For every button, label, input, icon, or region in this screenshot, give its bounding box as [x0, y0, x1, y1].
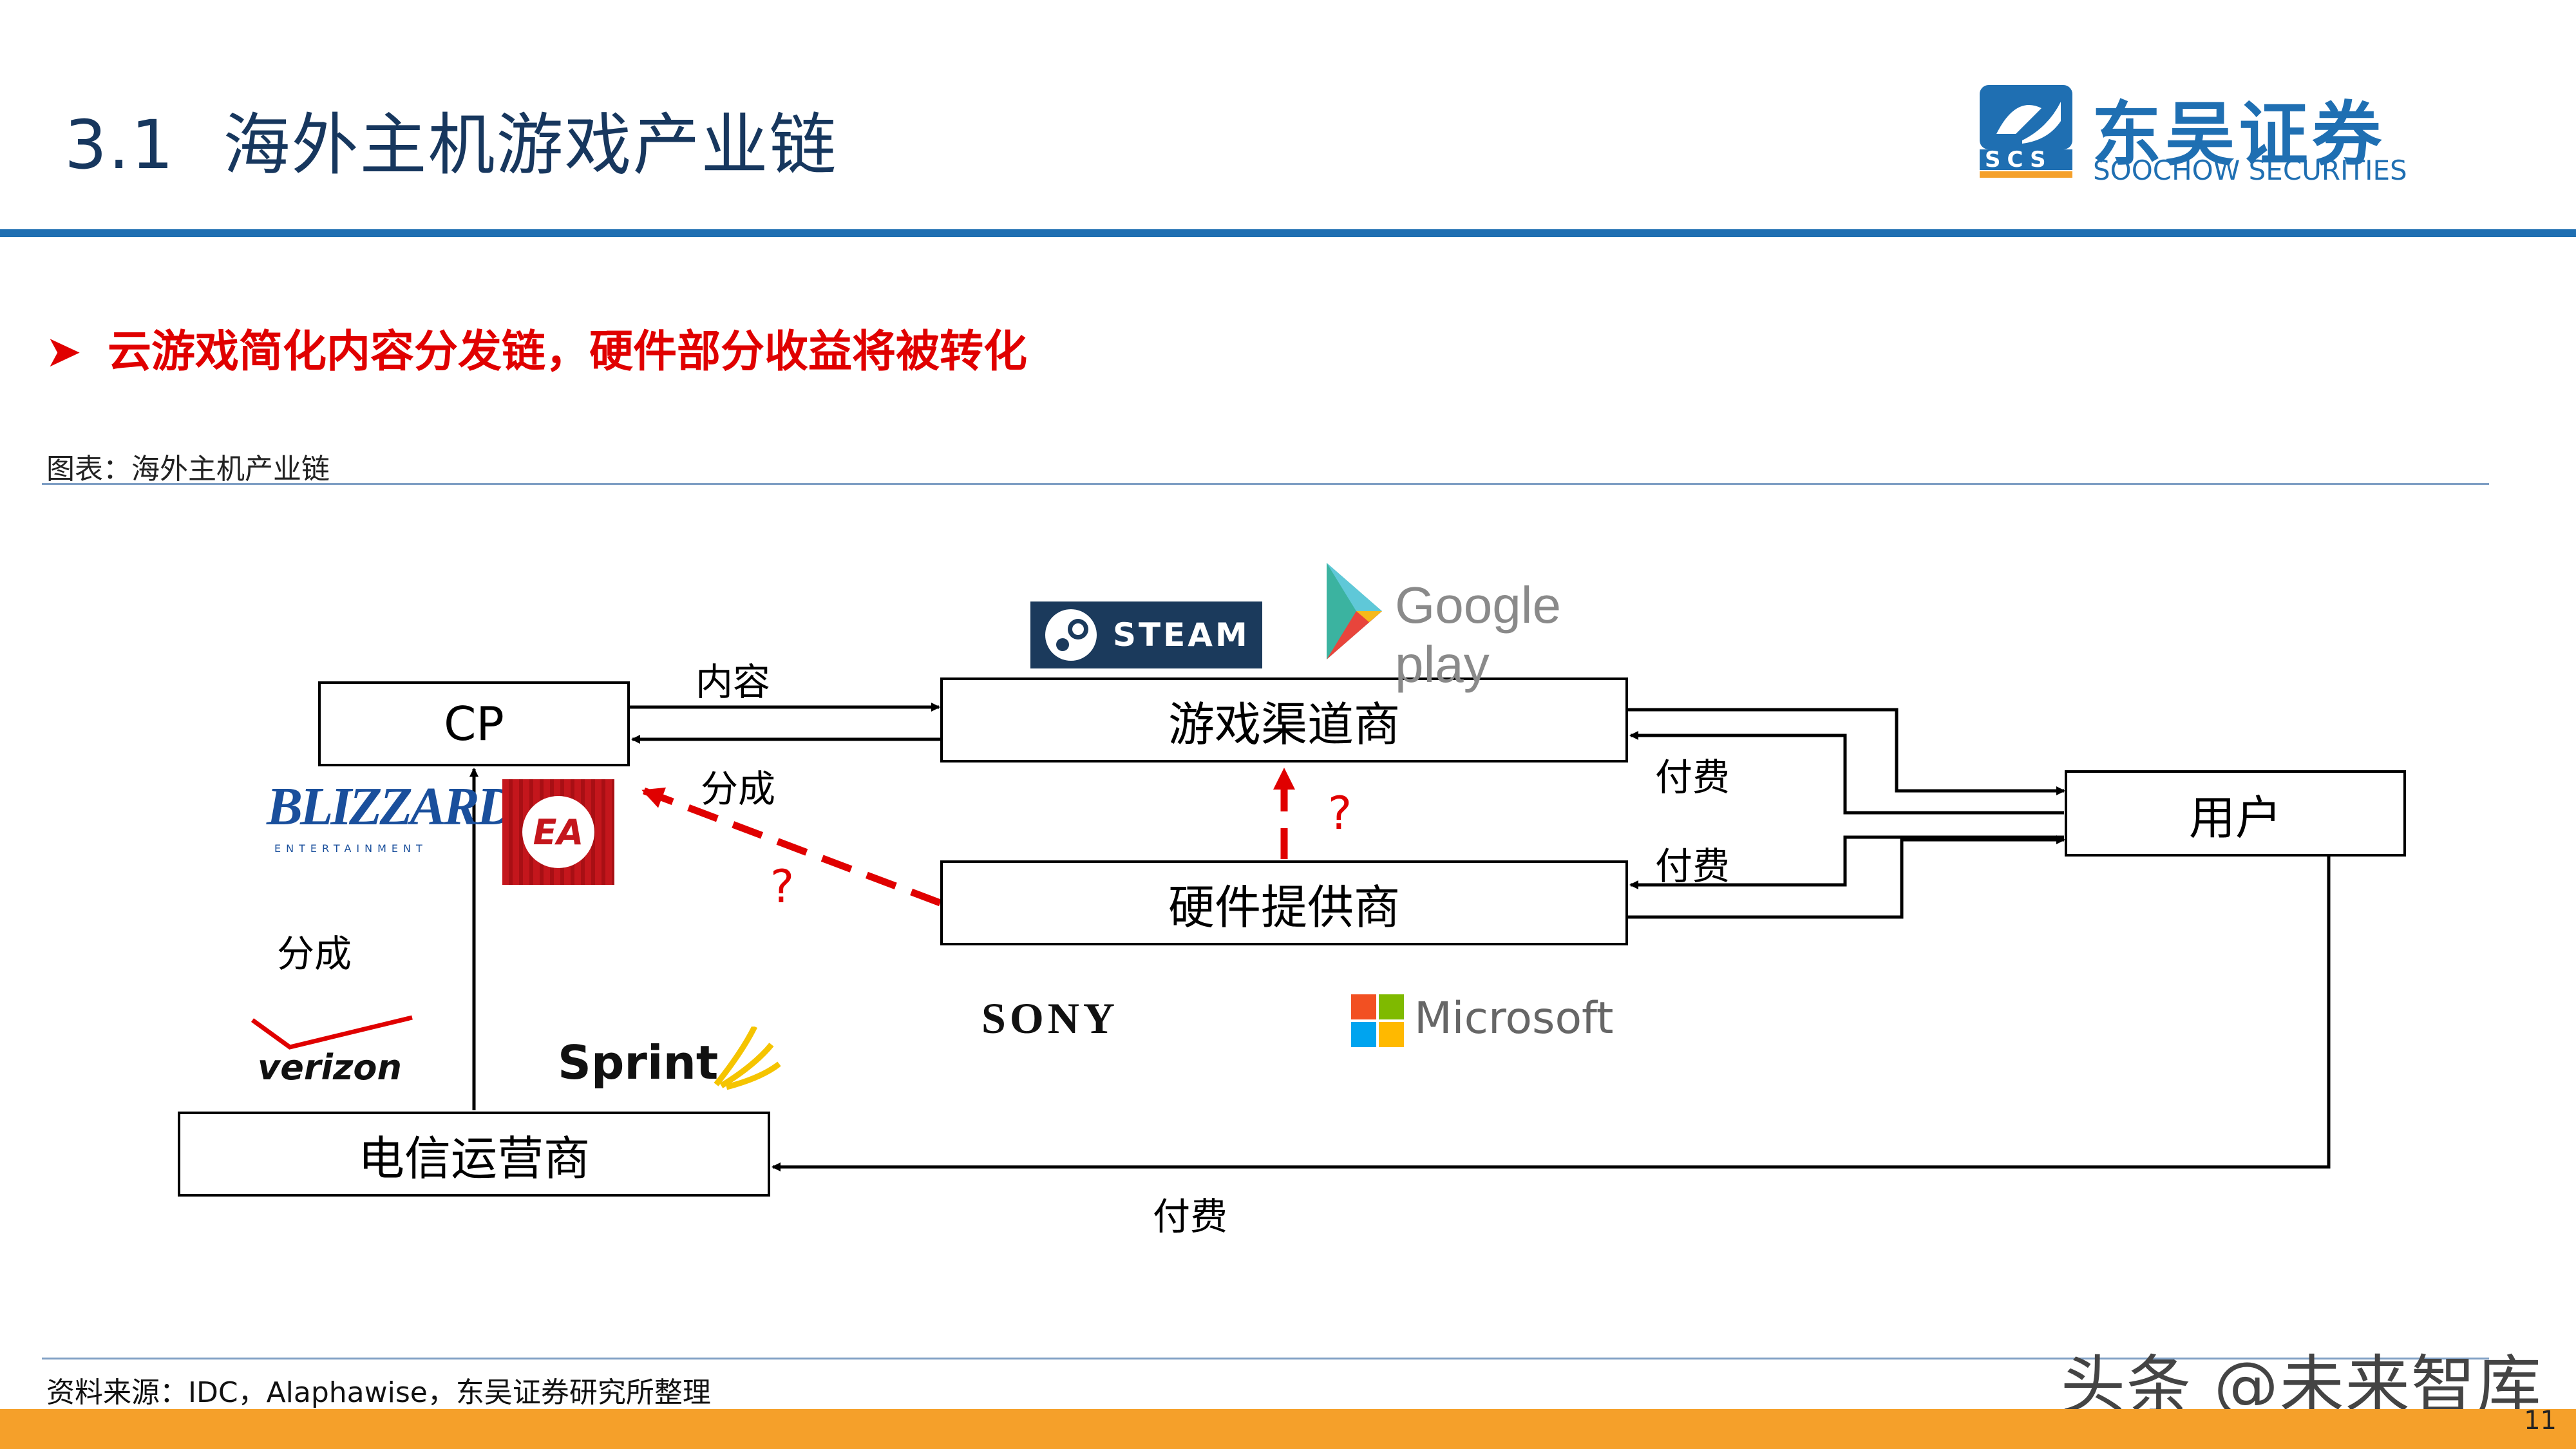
caption-rule: [42, 483, 2489, 485]
blizzard-logo: BLIZZARD ENTERTAINMENT: [267, 775, 516, 859]
label-pay-channel: 付费: [1655, 755, 1730, 799]
scs-emblem-icon: [1980, 85, 2072, 178]
bullet-text: 云游戏简化内容分发链，硬件部分收益将被转化: [107, 327, 1027, 377]
source-rule: [42, 1358, 2489, 1359]
steam-logo: STEAM: [1030, 601, 1262, 668]
node-game-channel: 游戏渠道商: [940, 677, 1628, 762]
microsoft-windows-icon: [1351, 994, 1404, 1047]
label-content: 内容: [696, 660, 771, 704]
node-telecom: 电信运营商: [178, 1112, 770, 1197]
node-user: 用户: [2065, 770, 2406, 857]
steam-icon: [1045, 609, 1097, 661]
microsoft-logo: Microsoft: [1351, 990, 1613, 1052]
arrow-hardware-to-user: [1628, 835, 2065, 919]
label-question-left: ?: [770, 860, 795, 913]
blizzard-subtext: ENTERTAINMENT: [274, 842, 428, 855]
slide-title: 3.1 海外主机游戏产业链: [64, 90, 837, 187]
blizzard-logo-text: BLIZZARD: [267, 777, 516, 837]
play-triangle-icon: [1327, 563, 1382, 659]
node-hardware-provider: 硬件提供商: [940, 860, 1628, 945]
title-rule: [0, 229, 2576, 237]
brand-logo: SCS 东吴证券 SOOCHOW SECURITIES: [1977, 82, 2415, 192]
brand-mark-text: SCS: [1985, 147, 2052, 173]
label-question-mid: ?: [1328, 787, 1352, 840]
verizon-logo: verizon: [251, 1014, 419, 1091]
arrow-uncertain-hw-to-cp: [641, 787, 942, 907]
sony-logo: SONY: [981, 994, 1119, 1043]
page-number: 11: [2524, 1406, 2557, 1435]
bullet-point: ➤ 云游戏简化内容分发链，硬件部分收益将被转化: [45, 316, 1027, 379]
verizon-logo-text: verizon: [258, 1047, 402, 1088]
arrow-channel-to-user: [1628, 708, 2065, 795]
arrow-pay-telecom: [772, 855, 2331, 1171]
arrow-pay-channel: [1629, 731, 2064, 815]
sprint-logo: Sprint: [558, 1027, 790, 1097]
ea-logo: EA: [502, 779, 614, 885]
label-revenue-share-left: 分成: [277, 932, 352, 976]
label-pay-hardware: 付费: [1655, 844, 1730, 888]
brand-name-en: SOOCHOW SECURITIES: [2093, 155, 2407, 186]
verizon-check-icon: [251, 1015, 413, 1050]
figure-caption: 图表：海外主机产业链: [46, 453, 330, 486]
node-cp: CP: [318, 681, 630, 766]
google-play-text: Google play: [1395, 576, 1561, 693]
source-note: 资料来源：IDC，Alaphawise，东吴证券研究所整理: [46, 1376, 711, 1409]
microsoft-logo-text: Microsoft: [1414, 993, 1614, 1044]
steam-logo-text: STEAM: [1113, 616, 1250, 654]
section-number: 3.1: [64, 106, 175, 184]
label-revenue-share-top: 分成: [701, 767, 776, 811]
sprint-logo-text: Sprint: [558, 1036, 719, 1090]
slide-title-text: 海外主机游戏产业链: [223, 106, 838, 184]
arrow-pay-hardware: [1629, 835, 2064, 889]
sprint-wing-icon: [714, 1027, 781, 1090]
bottom-bar: [0, 1409, 2576, 1449]
arrow-bullet-icon: ➤: [45, 327, 82, 377]
label-pay-telecom: 付费: [1153, 1195, 1228, 1238]
ea-circle: EA: [522, 796, 594, 868]
brand-name-cn: 东吴证券: [2092, 95, 2386, 175]
google-play-logo: Google play: [1327, 563, 1604, 693]
ea-logo-text: EA: [533, 811, 584, 853]
